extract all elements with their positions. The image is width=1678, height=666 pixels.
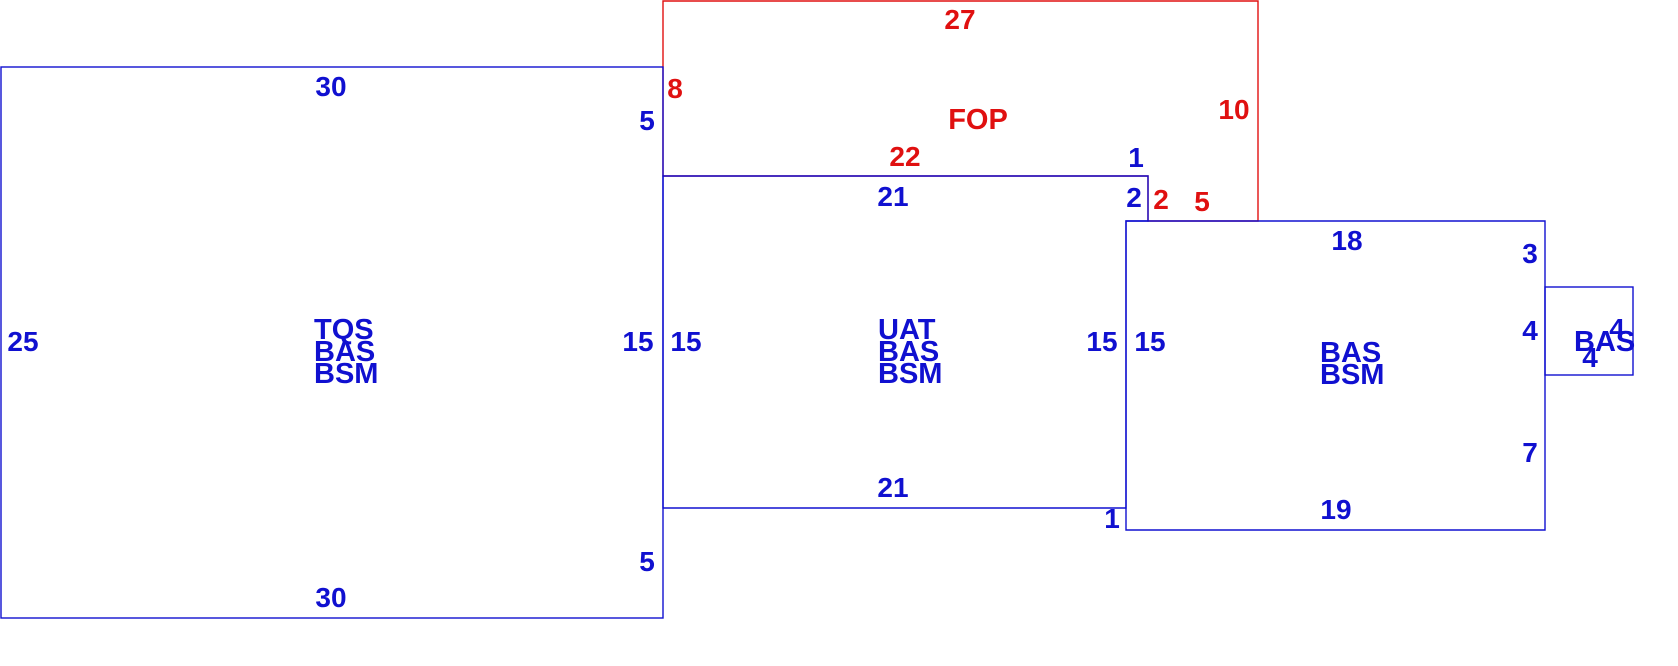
bas-main-area-code-2: BSM	[1320, 359, 1384, 391]
fop-area-code: FOP	[948, 104, 1008, 136]
bas-main-dim-bottom: 19	[1320, 494, 1351, 525]
bas-small-outline	[1544, 286, 1634, 376]
uat-dim-bottom: 21	[877, 472, 908, 503]
bas-main-area-code-1: BAS	[1320, 337, 1381, 369]
uat-dim-left: 15	[670, 326, 701, 357]
fop-dim-step-side: 2	[1153, 184, 1169, 215]
fop-dim-step-bottom: 5	[1194, 186, 1210, 217]
uat-dim-top: 21	[877, 181, 908, 212]
bas-main-dim-right-lower: 7	[1522, 437, 1538, 468]
bas-main-dim-left: 15	[1134, 326, 1165, 357]
bas-main-outline	[1125, 220, 1546, 531]
tqs-area-code-3: BSM	[314, 358, 378, 390]
uat-dim-notch-side: 2	[1126, 182, 1142, 213]
uat-area-code-1: UAT	[878, 314, 936, 346]
fop-dim-left: 8	[667, 73, 683, 104]
tqs-dim-left: 25	[7, 326, 38, 357]
fop-dim-right: 10	[1218, 94, 1249, 125]
tqs-area-code-2: BAS	[314, 336, 375, 368]
bas-main-dim-right-middle: 4	[1522, 315, 1538, 346]
tqs-dim-right-lower: 5	[639, 546, 655, 577]
tqs-dim-right-upper: 5	[639, 105, 655, 136]
uat-dim-notch-top: 1	[1128, 142, 1144, 173]
bas-small-area-code: BAS	[1574, 326, 1635, 358]
uat-area-code-2: BAS	[878, 336, 939, 368]
tqs-dim-top: 30	[315, 71, 346, 102]
fop-dim-bottom: 22	[889, 141, 920, 172]
tqs-dim-bottom: 30	[315, 582, 346, 613]
bas-main-dim-top: 18	[1331, 225, 1362, 256]
tqs-area-code-1: TQS	[314, 314, 374, 346]
bas-main-dim-right-upper: 3	[1522, 238, 1538, 269]
uat-dim-step-bottom: 1	[1104, 503, 1120, 534]
bas-small-dim-bottom: 4	[1582, 342, 1598, 373]
bas-small-dim-right: 4	[1609, 313, 1625, 344]
uat-area-code-3: BSM	[878, 358, 942, 390]
fop-dim-top: 27	[944, 4, 975, 35]
uat-dim-right: 15	[1086, 326, 1117, 357]
tqs-dim-right-middle: 15	[622, 326, 653, 357]
